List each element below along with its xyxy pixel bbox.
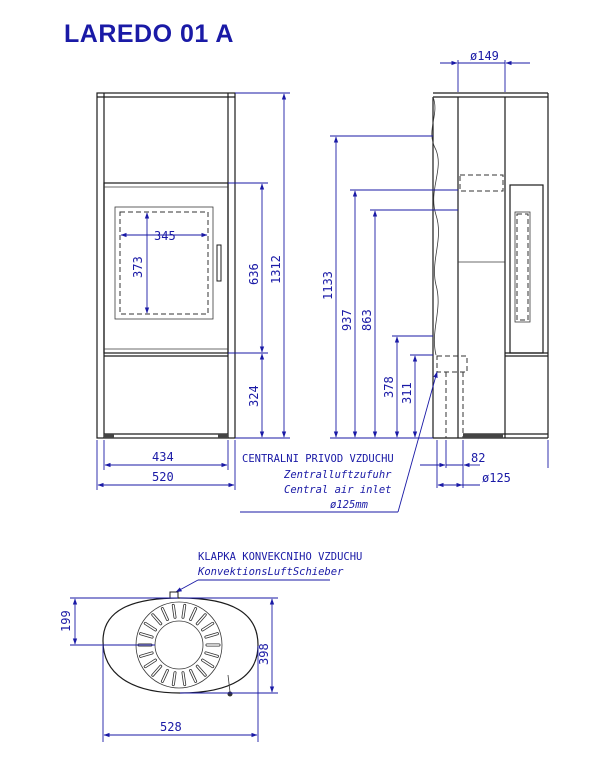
dim-center-offset: 199 <box>59 610 73 632</box>
dim-air-inlet-offset: 82 <box>471 451 485 465</box>
dim-window-width: 345 <box>154 229 176 243</box>
top-outline <box>102 597 259 694</box>
dim-air-inlet-diameter: ø125 <box>482 471 511 485</box>
dim-378: 378 <box>382 376 396 398</box>
dim-flue-diameter: ø149 <box>470 49 499 63</box>
dim-total-height: 1312 <box>269 255 283 284</box>
vent-slot-inner <box>139 652 153 657</box>
door-handle <box>216 244 222 282</box>
dim-window-height: 373 <box>131 256 145 278</box>
front-view: 345 373 636 324 1312 434 520 <box>96 92 290 490</box>
vent-slot-inner <box>161 607 169 621</box>
vent-slot-inner <box>144 622 157 631</box>
dim-311: 311 <box>400 382 414 404</box>
dim-flue-height: 1133 <box>321 271 335 300</box>
vent-slot-inner <box>189 669 197 683</box>
dim-total-width: 520 <box>152 470 174 484</box>
drawing-title: LAREDO 01 A <box>64 20 234 48</box>
door-outline <box>103 182 229 354</box>
vent-slot-inner <box>172 604 176 618</box>
vent-slot-inner <box>144 659 157 668</box>
vent-slot-inner <box>196 665 206 676</box>
glass-window <box>119 211 209 315</box>
vent-slot-inner <box>189 607 197 621</box>
front-body-outline <box>96 92 236 439</box>
air-inlet-label-en: Central air inlet <box>284 484 391 496</box>
air-inlet-note: CENTRALNI PRIVOD VZDUCHU Zentralluftzufu… <box>240 371 438 513</box>
air-inlet-label-de: Zentralluftzufuhr <box>283 469 392 481</box>
vent-slot-inner <box>182 604 186 618</box>
vent-slot-inner <box>152 665 162 676</box>
flue-collar <box>459 174 504 192</box>
air-inlet-label-cz: CENTRALNI PRIVOD VZDUCHU <box>242 453 394 465</box>
vent-slots <box>137 603 221 687</box>
damper-knob <box>169 591 179 599</box>
side-view: ø149 1133 937 863 378 311 82 ø125 <box>321 49 549 488</box>
vent-slot-inner <box>161 669 169 683</box>
damper-label-de: KonvektionsLuftSchieber <box>197 566 344 578</box>
flue-opening <box>154 620 204 670</box>
vent-slot-inner <box>201 622 214 631</box>
dim-top-width: 528 <box>160 720 182 734</box>
vent-slot-inner <box>152 614 162 625</box>
vent-slot-inner <box>172 672 176 686</box>
dim-937: 937 <box>340 309 354 331</box>
dim-door-height: 636 <box>247 263 261 285</box>
dim-base-height: 324 <box>247 385 261 407</box>
vent-slot-inner <box>182 672 186 686</box>
vent-slot-inner <box>139 633 153 638</box>
vent-slot-inner <box>201 659 214 668</box>
air-inlet-label-size: ø125mm <box>330 499 369 511</box>
dim-depth: 398 <box>257 643 271 665</box>
air-inlet-duct <box>436 355 468 373</box>
dim-inner-width: 434 <box>152 450 174 464</box>
vent-slot-inner <box>205 652 219 657</box>
vent-slot-inner <box>196 614 206 625</box>
top-view: KLAPKA KONVEKCNIHO VZDUCHU KonvektionsLu… <box>59 551 362 742</box>
dim-863: 863 <box>360 309 374 331</box>
vent-slot-inner <box>205 633 219 638</box>
damper-label-cz: KLAPKA KONVEKCNIHO VZDUCHU <box>198 551 362 563</box>
